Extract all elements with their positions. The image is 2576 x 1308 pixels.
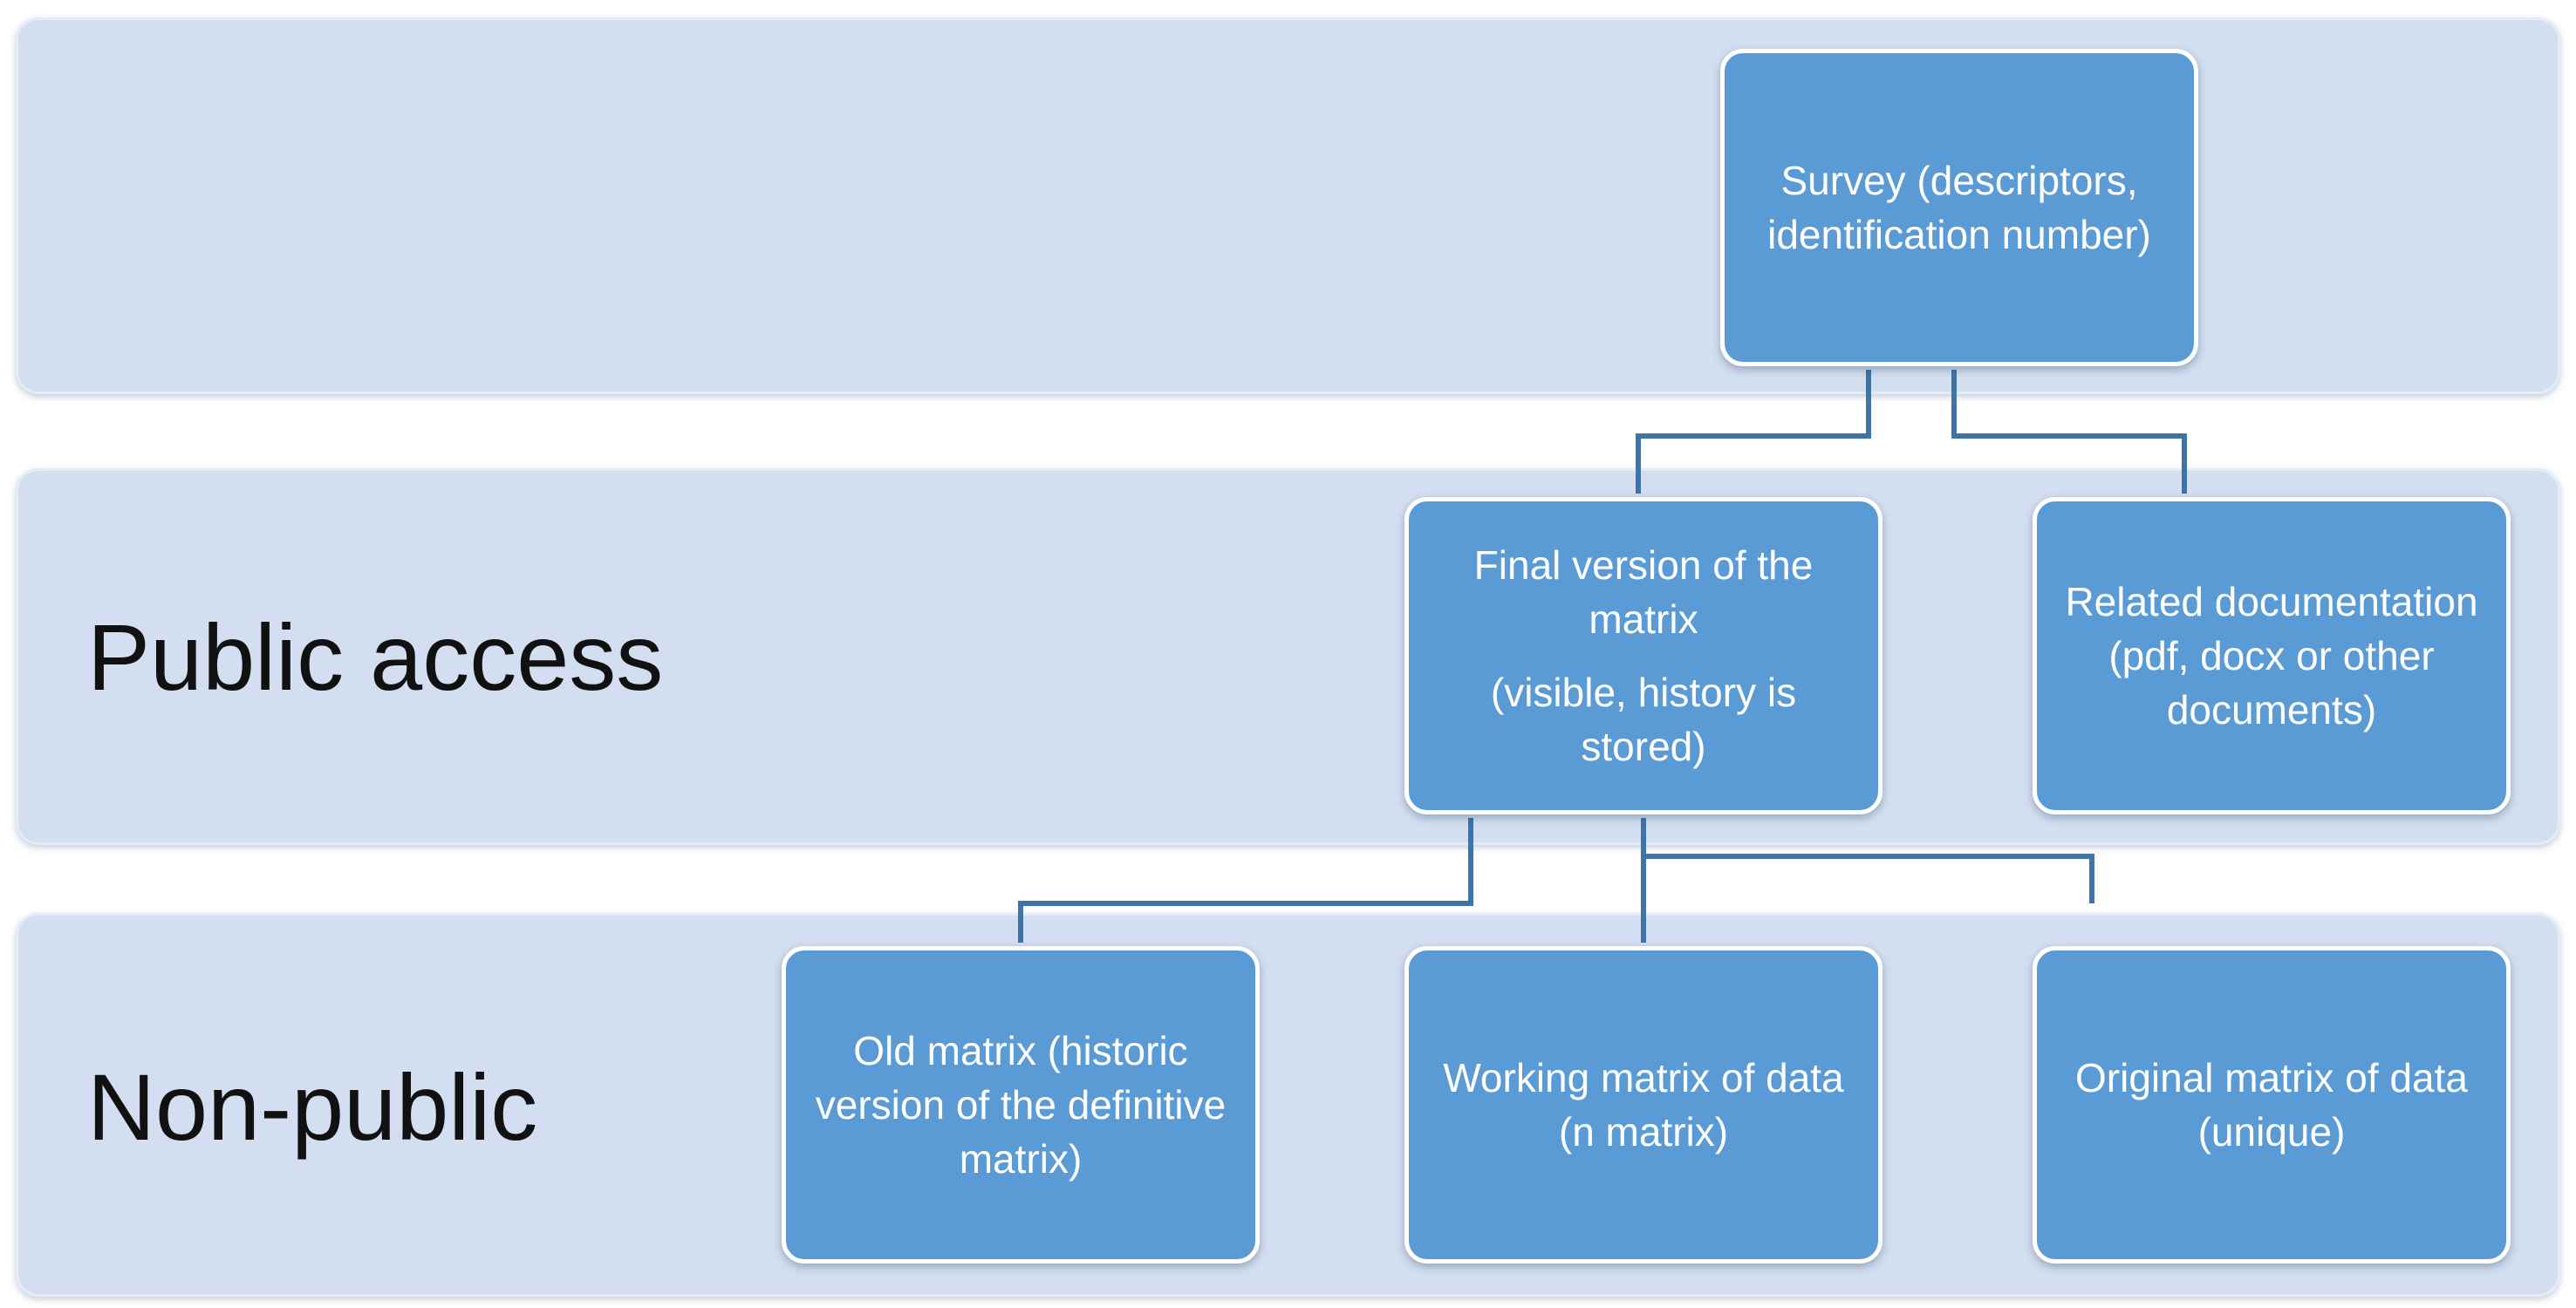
final-version-node-note: (visible, history is stored): [1490, 670, 1797, 769]
working-matrix-node: Working matrix of data (n matrix): [1404, 946, 1882, 1264]
survey-node: Survey (descriptors, identification numb…: [1720, 49, 2198, 366]
old-matrix-node-text: Old matrix (historic version of the defi…: [815, 1028, 1227, 1182]
original-matrix-node: Original matrix of data (unique): [2033, 946, 2511, 1264]
related-documentation-node-text: Related documentation (pdf, docx or othe…: [2065, 579, 2478, 732]
connector-survey-to-final: [1636, 370, 1871, 494]
working-matrix-node-text: Working matrix of data (n matrix): [1443, 1055, 1844, 1155]
survey-node-text: Survey (descriptors, identification numb…: [1767, 158, 2151, 257]
non-public-label: Non-public: [87, 1054, 538, 1160]
related-documentation-node: Related documentation (pdf, docx or othe…: [2033, 497, 2511, 814]
connector-final-to-original: [1643, 854, 2094, 903]
final-version-node-title: Final version of the matrix: [1473, 542, 1814, 642]
public-access-label: Public access: [87, 604, 664, 710]
original-matrix-node-text: Original matrix of data (unique): [2075, 1055, 2468, 1155]
old-matrix-node: Old matrix (historic version of the defi…: [782, 946, 1260, 1264]
connector-survey-to-related: [1951, 370, 2187, 494]
connector-final-to-old: [1018, 818, 1473, 943]
final-version-node: Final version of the matrix (visible, hi…: [1404, 497, 1882, 814]
